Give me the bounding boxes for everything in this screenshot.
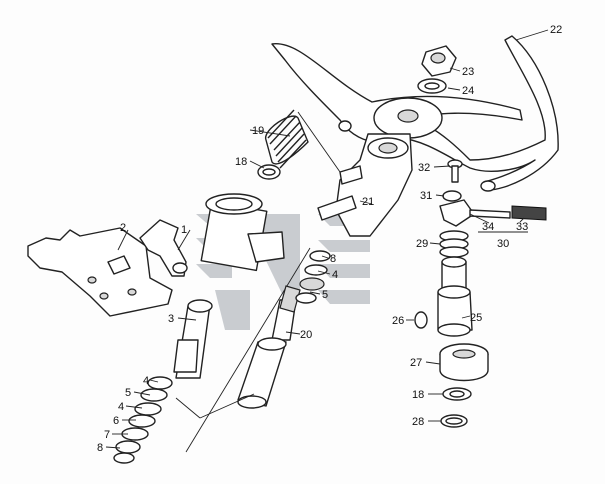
label-4a: 4 [143, 375, 149, 387]
label-4b: 4 [118, 401, 124, 413]
nut-31 [442, 190, 462, 202]
leader-lines [105, 29, 549, 449]
label-6: 6 [113, 415, 119, 427]
label-20: 20 [300, 329, 312, 341]
shaft-20 [237, 285, 301, 409]
bracket-2 [27, 227, 173, 317]
label-25: 25 [470, 312, 482, 324]
label-31: 31 [420, 190, 432, 202]
label-34: 34 [482, 221, 494, 233]
label-22: 22 [550, 24, 562, 36]
steering-wheel [271, 35, 559, 192]
label-21: 21 [362, 196, 374, 208]
circlip-28 [440, 414, 468, 428]
label-19: 19 [252, 125, 264, 137]
label-5a: 5 [125, 387, 131, 399]
label-18b: 18 [412, 389, 424, 401]
washer-18-lower [442, 387, 472, 401]
label-7: 7 [104, 429, 110, 441]
bushing-27 [439, 343, 489, 382]
label-24: 24 [462, 85, 474, 97]
label-18a: 18 [235, 156, 247, 168]
label-29: 29 [416, 238, 428, 250]
label-23: 23 [462, 66, 474, 78]
switch-lever-34 [439, 199, 547, 227]
label-33: 33 [516, 221, 528, 233]
key-26 [414, 311, 428, 329]
label-8b: 8 [330, 253, 336, 265]
column-housing [317, 133, 413, 237]
label-1: 1 [181, 224, 187, 236]
label-27: 27 [410, 357, 422, 369]
label-30: 30 [497, 238, 509, 250]
label-8a: 8 [97, 442, 103, 454]
washer-stack-left [113, 376, 173, 464]
column-tube [200, 193, 285, 272]
washer-24 [417, 78, 447, 94]
washer-stack-right [295, 250, 331, 304]
part-labels: 1 2 3 4 5 4 6 7 8 19 18 20 21 8 4 5 22 2… [97, 24, 562, 454]
label-2: 2 [120, 222, 126, 234]
bolt-32 [447, 159, 463, 183]
label-4c: 4 [332, 269, 338, 281]
switch-body-25 [437, 256, 473, 337]
label-32: 32 [418, 162, 430, 174]
nut-23 [421, 45, 457, 77]
label-28: 28 [412, 416, 424, 428]
label-26: 26 [392, 315, 404, 327]
splined-shaft-3 [173, 299, 213, 379]
washer-18-upper [257, 164, 281, 180]
spring-29 [439, 230, 469, 258]
label-5b: 5 [322, 289, 328, 301]
label-3: 3 [168, 313, 174, 325]
lever-1 [139, 219, 188, 277]
spring-19 [265, 109, 309, 169]
